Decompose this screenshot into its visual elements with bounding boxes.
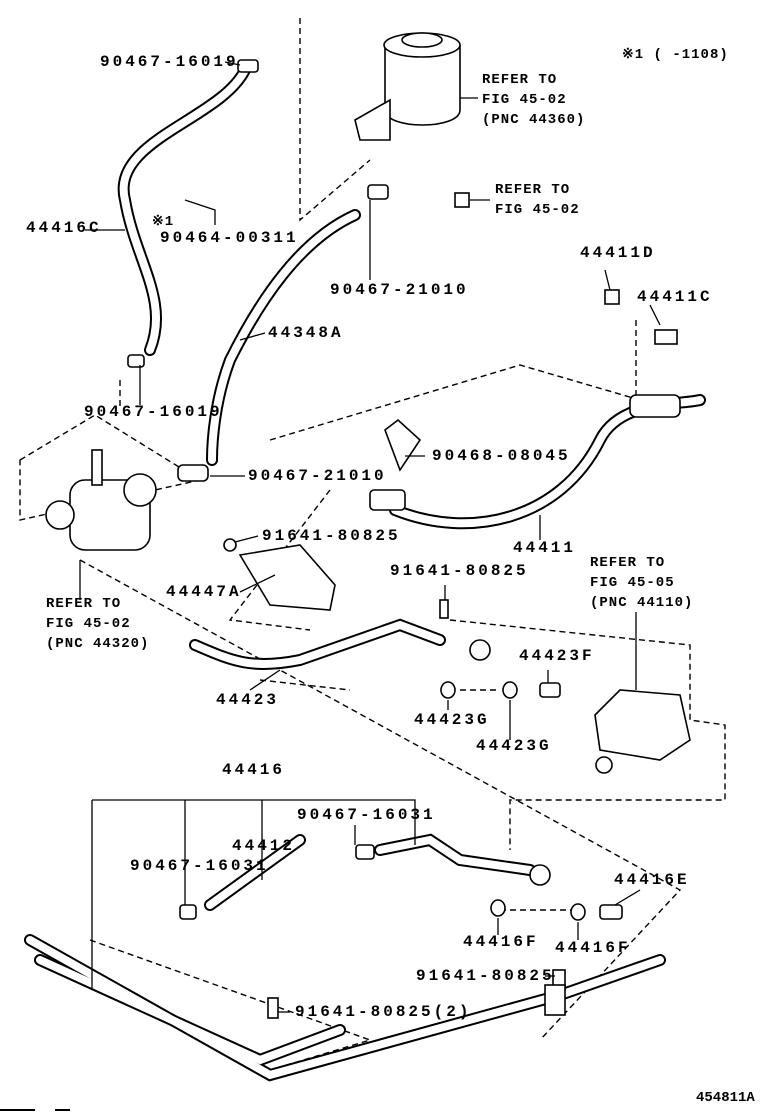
part-label-44411D[interactable]: 44411D <box>580 244 656 262</box>
refer-fig-label: REFER TO <box>495 182 571 198</box>
part-label-44412[interactable]: 44412 <box>232 837 296 855</box>
part-label-44416[interactable]: 44416 <box>222 761 286 779</box>
refer-pnc-label: (PNC 44360) <box>482 112 586 128</box>
part-label-90464-00311[interactable]: 90464-00311 <box>160 229 299 247</box>
gear-box <box>594 689 691 761</box>
refer-fig-link[interactable]: FIG 45-05 <box>590 575 675 591</box>
part-label-44423F[interactable]: 44423F <box>519 647 595 665</box>
part-label-90467-16019[interactable]: 90467-16019 <box>84 403 223 421</box>
part-label-91641-80825[interactable]: 91641-80825 <box>262 527 401 545</box>
part-label-44411[interactable]: 44411 <box>513 539 577 557</box>
part-label-90467-21010[interactable]: 90467-21010 <box>248 467 387 485</box>
refer-fig-link[interactable]: FIG 45-02 <box>46 616 131 632</box>
refer-pnc-label: (PNC 44320) <box>46 636 150 652</box>
part-label-44411C[interactable]: 44411C <box>637 288 713 306</box>
part-label-44447A[interactable]: 44447A <box>166 583 242 601</box>
part-label-91641-80825[interactable]: 91641-80825 <box>416 967 555 985</box>
refer-fig-label: REFER TO <box>590 555 666 571</box>
part-label-90467-21010[interactable]: 90467-21010 <box>330 281 469 299</box>
refer-fig-link[interactable]: FIG 45-02 <box>482 92 567 108</box>
hoses-fill <box>26 66 704 1080</box>
components <box>45 32 691 1019</box>
part-label-90467-16031[interactable]: 90467-16031 <box>130 857 269 875</box>
part-label-44416F[interactable]: 44416F <box>555 939 631 957</box>
part-label-44423G[interactable]: 44423G <box>414 711 490 729</box>
part-label-44423G[interactable]: 44423G <box>476 737 552 755</box>
note-marker: ※1 <box>152 214 175 230</box>
part-label-90467-16019[interactable]: 90467-16019 <box>100 53 239 71</box>
part-label-44416F[interactable]: 44416F <box>463 933 539 951</box>
part-label-91641-80825[interactable]: 91641-80825 <box>390 562 529 580</box>
part-label-90468-08045[interactable]: 90468-08045 <box>432 447 571 465</box>
part-label-44348A[interactable]: 44348A <box>268 324 344 342</box>
part-label-44416C[interactable]: 44416C <box>26 219 102 237</box>
part-label-91641-80825-qty2[interactable]: 91641-80825(2) <box>295 1003 472 1021</box>
part-label-44423[interactable]: 44423 <box>216 691 280 709</box>
refer-fig-label: REFER TO <box>482 72 558 88</box>
part-label-44416E[interactable]: 44416E <box>614 871 690 889</box>
part-label-90467-16031[interactable]: 90467-16031 <box>297 806 436 824</box>
bracket <box>238 544 336 611</box>
refer-pnc-label: (PNC 44110) <box>590 595 694 611</box>
applicability-note: ※1 ( -1108) <box>622 47 729 63</box>
figure-id: 454811A <box>696 1090 755 1106</box>
refer-fig-link[interactable]: FIG 45-02 <box>495 202 580 218</box>
leader-lines <box>79 61 661 1013</box>
refer-fig-label: REFER TO <box>46 596 122 612</box>
